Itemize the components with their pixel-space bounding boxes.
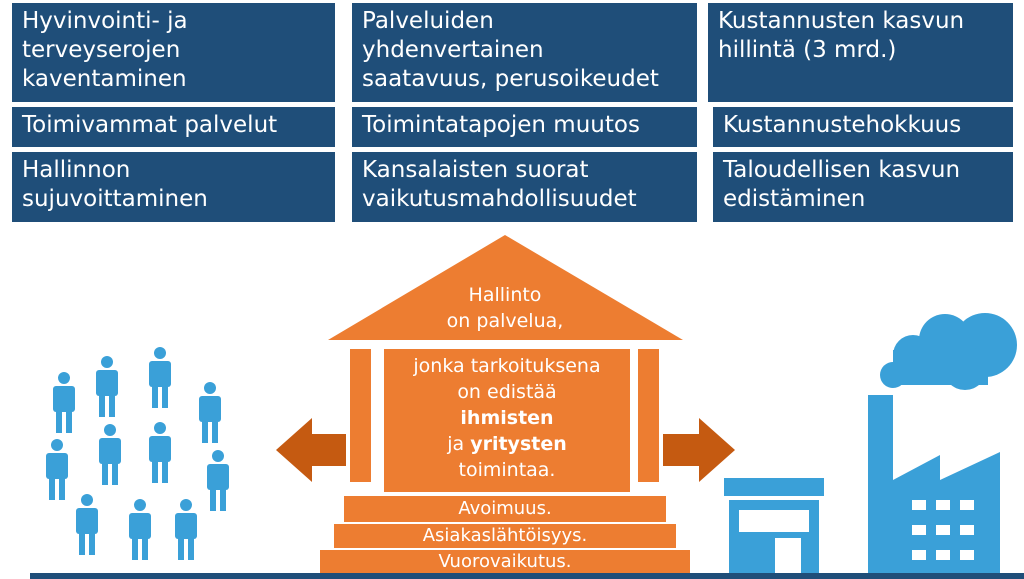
temple-body-line1: jonka tarkoituksena [413, 355, 601, 377]
person-icon [96, 356, 118, 417]
shop-icon [724, 478, 824, 573]
temple-body-text: jonka tarkoituksena on edistää ihmisten … [384, 353, 630, 483]
temple-body-bold1: ihmisten [460, 407, 554, 429]
temple-body-line2: on edistää [457, 381, 557, 403]
goal-box-equality: Palveluiden yhdenvertainen saatavuus, pe… [352, 3, 697, 102]
goal-box-growth: Taloudellisen kasvun edistäminen [713, 152, 1013, 222]
person-icon [175, 499, 197, 560]
goal-box-administration: Hallinnon sujuvoittaminen [12, 152, 335, 222]
person-icon [99, 424, 121, 485]
goal-box-costs: Kustannusten kasvun hillintä (3 mrd.) [708, 3, 1013, 102]
goal-box-efficiency: Kustannustehokkuus [713, 107, 1013, 147]
temple-step-openness: Avoimuus. [344, 494, 666, 522]
goal-box-practices: Toimintatapojen muutos [352, 107, 697, 147]
temple-step-customer: Asiakaslähtöisyys. [334, 522, 676, 548]
person-icon [46, 439, 68, 500]
temple-body-bold2: yritysten [470, 433, 567, 455]
temple-column-right [638, 349, 659, 482]
temple-center-panel [384, 349, 630, 482]
person-icon [199, 382, 221, 443]
goal-box-services: Toimivammat palvelut [12, 107, 335, 147]
temple-body-line3: ja yritysten [384, 431, 630, 457]
person-icon [129, 499, 151, 560]
person-icon [207, 450, 229, 511]
factory-icon [868, 395, 1000, 573]
smoke-cloud-icon [880, 313, 1017, 390]
temple-body-prefix: ja [447, 433, 471, 455]
temple-roof-text: Hallinto on palvelua, [446, 284, 564, 332]
temple-column-left [350, 349, 371, 482]
temple-step-interaction: Vuorovaikutus. [320, 548, 690, 573]
temple-roof [328, 235, 683, 340]
goal-box-wellbeing: Hyvinvointi- ja terveyserojen kaventamin… [12, 3, 335, 102]
goal-box-citizens: Kansalaisten suorat vaikutusmahdollisuud… [352, 152, 697, 222]
person-icon [149, 347, 171, 408]
arrow-right-icon [663, 418, 735, 482]
arrow-left-icon [276, 418, 346, 482]
person-icon [76, 494, 98, 555]
person-icon [53, 372, 75, 433]
ground-line [30, 573, 1024, 579]
people-group [46, 347, 229, 560]
temple-body-line4: toimintaa. [458, 459, 556, 481]
person-icon [149, 422, 171, 483]
